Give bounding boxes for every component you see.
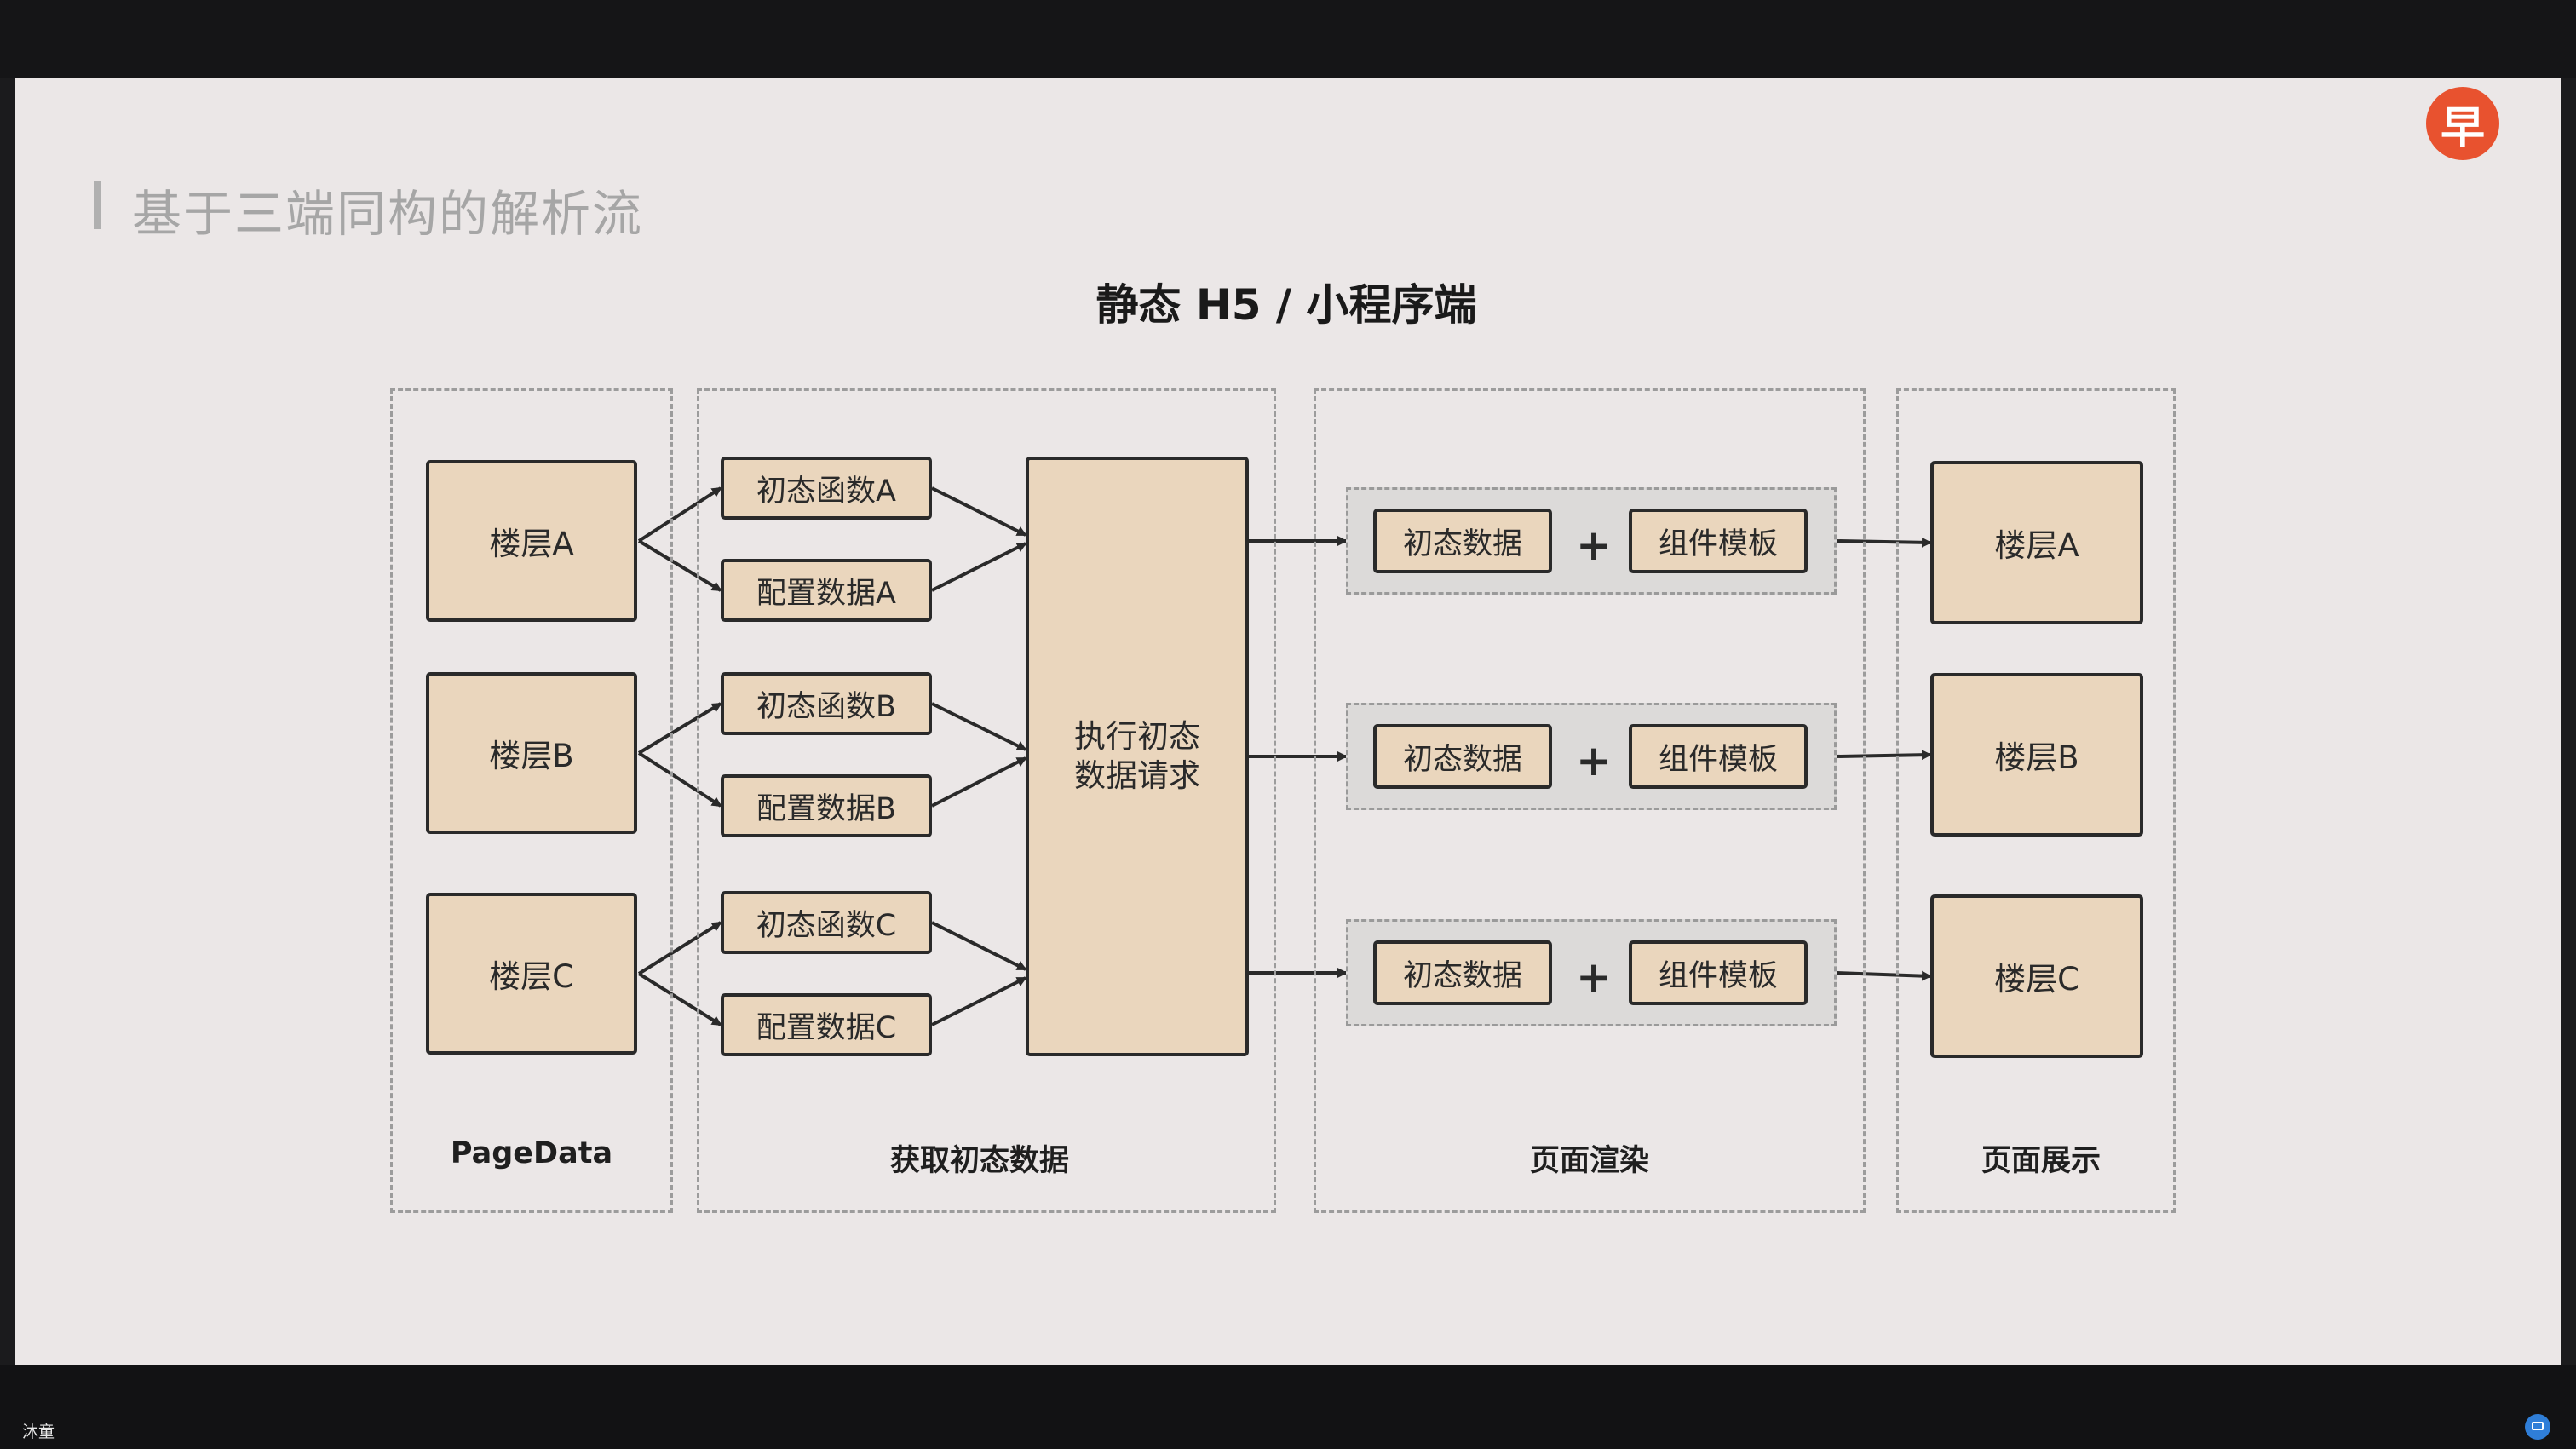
title-marker	[94, 181, 101, 229]
plus-sign-b: +	[1576, 736, 1612, 785]
panel-pagedata	[390, 388, 673, 1213]
render-template-b: 组件模板	[1629, 724, 1808, 789]
panel-label-pagedata: PageData	[450, 1136, 613, 1170]
arrow-floor-b-init	[637, 702, 722, 755]
arrow-init-a-exec	[931, 486, 1027, 537]
arrow-config-c-exec	[931, 976, 1027, 1026]
participant-name: 沐童	[22, 1423, 55, 1441]
arrow-config-a-exec	[931, 542, 1027, 592]
plus-sign-a: +	[1576, 520, 1612, 570]
arrow-render-display-b	[1836, 750, 1932, 761]
arrow-init-b-exec	[931, 702, 1027, 751]
arrow-floor-c-config	[637, 972, 722, 1026]
display-floor-b: 楼层B	[1930, 673, 2143, 837]
arrow-render-display-c	[1836, 970, 1932, 981]
execute-request-box: 执行初态数据请求	[1026, 457, 1249, 1056]
floor-b: 楼层B	[426, 672, 637, 834]
arrow-render-display-a	[1836, 537, 1932, 548]
render-template-c: 组件模板	[1629, 940, 1808, 1005]
arrow-init-c-exec	[931, 921, 1027, 971]
logo-badge: 早	[2426, 87, 2499, 160]
init-function-c: 初态函数C	[721, 891, 932, 954]
arrow-floor-a-config	[637, 539, 722, 592]
floor-c: 楼层C	[426, 893, 637, 1055]
panel-label-render: 页面渲染	[1529, 1144, 1649, 1178]
render-data-a: 初态数据	[1373, 509, 1552, 573]
render-template-a: 组件模板	[1629, 509, 1808, 573]
panel-fetch	[697, 388, 1276, 1213]
screen-share-icon[interactable]	[2525, 1414, 2550, 1440]
slide-title: 基于三端同构的解析流	[132, 185, 644, 243]
panel-label-fetch: 获取初态数据	[889, 1144, 1069, 1178]
arrow-config-b-exec	[931, 756, 1027, 808]
bottom-bar	[0, 1365, 2576, 1449]
init-function-b: 初态函数B	[721, 672, 932, 735]
display-floor-c: 楼层C	[1930, 894, 2143, 1058]
panel-label-display: 页面展示	[1981, 1144, 2101, 1178]
diagram-title: 静态 H5 / 小程序端	[1095, 280, 1477, 330]
plus-sign-c: +	[1576, 952, 1612, 1002]
render-data-c: 初态数据	[1373, 940, 1552, 1005]
arrow-floor-b-config	[637, 751, 722, 808]
config-data-c: 配置数据C	[721, 993, 932, 1056]
arrow-floor-c-init	[637, 921, 722, 975]
panel-display	[1896, 388, 2176, 1213]
display-floor-a: 楼层A	[1930, 461, 2143, 624]
init-function-a: 初态函数A	[721, 457, 932, 520]
arrow-floor-a-init	[637, 486, 722, 543]
top-bar	[0, 0, 2576, 78]
config-data-a: 配置数据A	[721, 559, 932, 622]
config-data-b: 配置数据B	[721, 774, 932, 837]
panel-render	[1314, 388, 1866, 1213]
floor-a: 楼层A	[426, 460, 637, 622]
render-data-b: 初态数据	[1373, 724, 1552, 789]
